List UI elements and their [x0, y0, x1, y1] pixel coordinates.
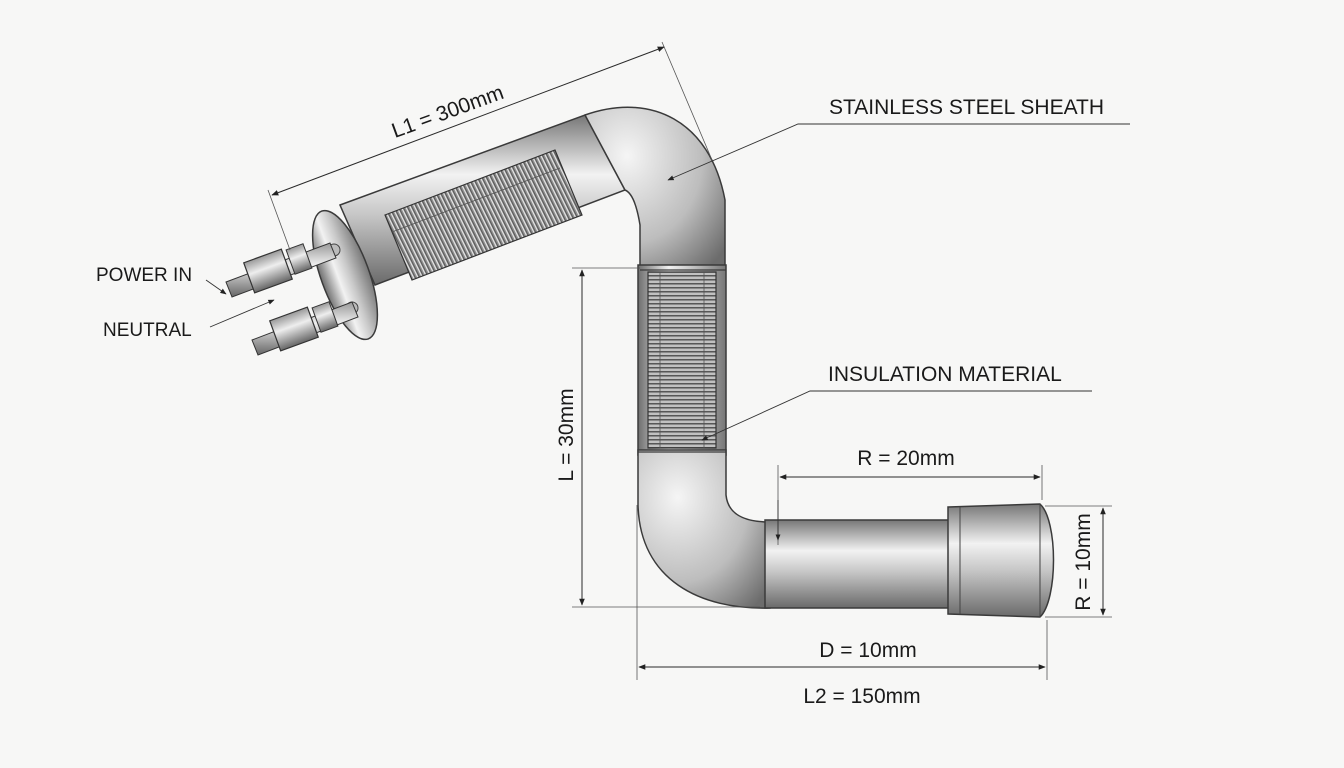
mounting-flange	[311, 209, 379, 341]
sheath-leader	[667, 123, 1130, 181]
neutral-nut	[268, 306, 320, 352]
neutral-leader	[209, 299, 275, 328]
leader-lines	[205, 123, 1130, 541]
sheath-callout: STAINLESS STEEL SHEATH	[829, 96, 1104, 119]
end-cap	[947, 503, 1055, 618]
power-in-label: POWER IN	[96, 265, 192, 286]
r-bend-label: R = 20mm	[857, 447, 954, 470]
power-in-leader	[205, 279, 227, 295]
power-in-terminal	[225, 242, 337, 298]
neutral-label: NEUTRAL	[103, 320, 192, 341]
l1-label: L1 = 300mm	[389, 81, 507, 143]
power-in-nut	[242, 248, 294, 294]
insulation-leader	[701, 390, 1092, 441]
lower-bend	[637, 449, 771, 609]
l2-label: L2 = 150mm	[803, 685, 920, 708]
flange-assembly	[225, 209, 379, 356]
r-tip-label: R = 10mm	[1072, 513, 1095, 610]
l1-dimension-line	[271, 46, 665, 196]
horizontal-tube-section	[764, 519, 956, 609]
l-label: L = 30mm	[555, 388, 578, 481]
neutral-terminal	[251, 301, 359, 356]
dimension-lines	[267, 41, 1112, 680]
insulation-callout: INSULATION MATERIAL	[828, 363, 1062, 386]
vertical-coil-cutaway	[647, 271, 717, 449]
d-label: D = 10mm	[819, 639, 916, 662]
